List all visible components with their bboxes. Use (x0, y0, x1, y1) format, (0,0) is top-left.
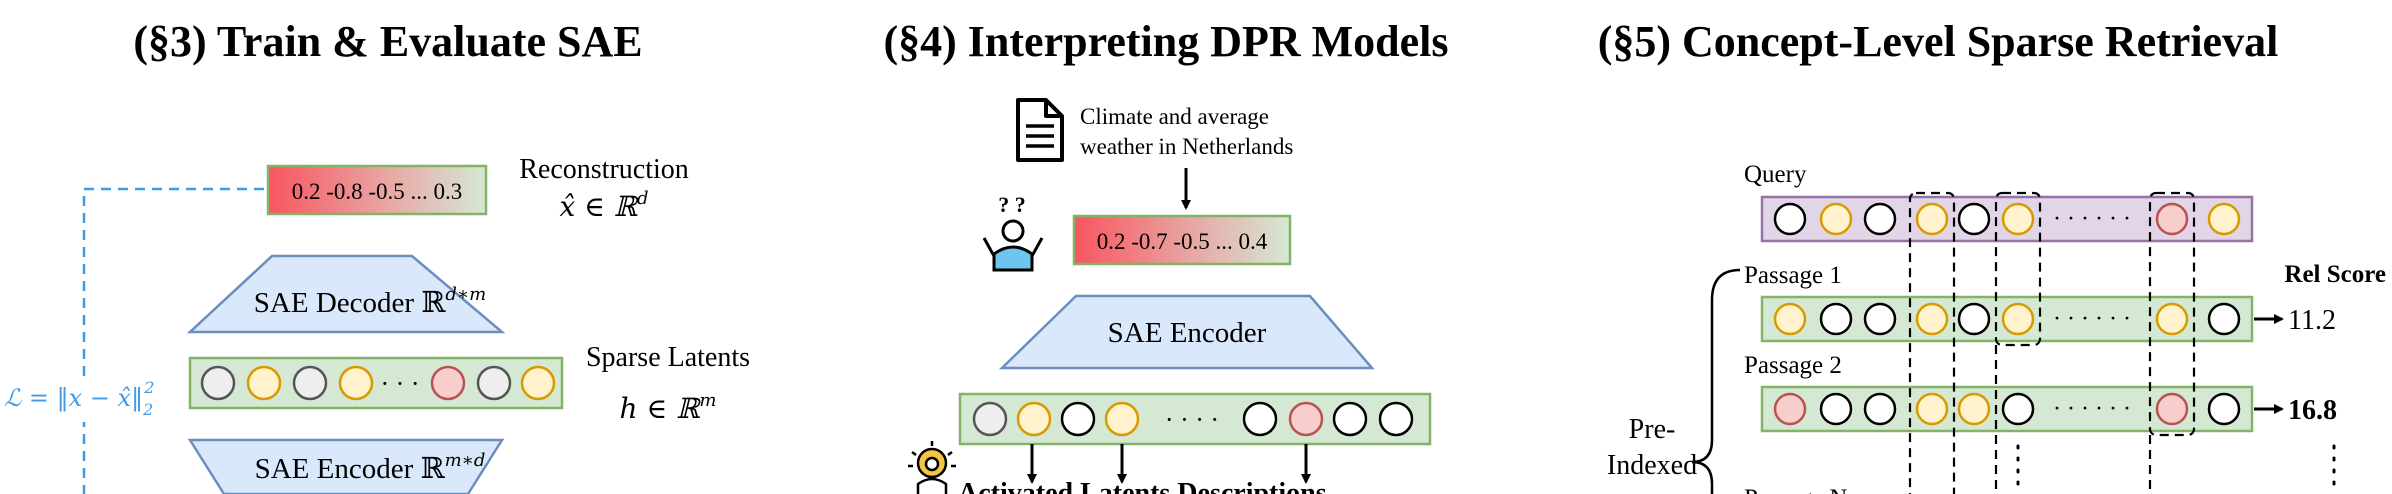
sparse-latents-dots: · · · (381, 369, 420, 398)
sae-encoder-label: SAE Encoder ℝm∗d (255, 450, 486, 485)
concept-column-3 (2148, 191, 2196, 437)
s5-p1-circles-circle-4 (1915, 302, 1949, 336)
concept-column-2 (1994, 191, 2042, 347)
section-4-panel: Climate and average weather in Netherlan… (908, 98, 1432, 494)
s3-circles-circle-7 (520, 365, 556, 401)
sae-decoder-label: SAE Decoder ℝd∗m (254, 284, 486, 319)
reconstruction-vector (266, 164, 488, 216)
concept-column-1 (1908, 191, 1956, 494)
s3-circles-circle-4 (338, 365, 374, 401)
s5-p1-circles-circle-5 (1957, 302, 1991, 336)
pre-indexed-brace (1691, 268, 1741, 494)
passage-1-latent-circles (1773, 302, 2241, 336)
s3-circles-circle-1 (200, 365, 236, 401)
document-icon (1016, 98, 1064, 162)
s4-latent-dots: · · · · (1165, 405, 1219, 434)
s5-p2-circles-circle-5 (1957, 392, 1991, 426)
s5-p1-circles-circle-3 (1863, 302, 1897, 336)
s3-circles-circle-5 (430, 365, 466, 401)
s5-p2-circles-circle-8 (2207, 392, 2241, 426)
sae-encoder-block (187, 438, 505, 494)
s4-circles-circle-1 (972, 401, 1008, 437)
s5-query-circles-circle-5 (1957, 202, 1991, 236)
idea-person-icon (908, 441, 956, 494)
s5-query-circles-circle-4 (1915, 202, 1949, 236)
passage-2-score: 16.8 (2288, 395, 2337, 426)
s4-circles-circle-3 (1060, 401, 1096, 437)
passage-1-score: 11.2 (2288, 305, 2336, 336)
passage-2-latent-circles (1773, 392, 2241, 426)
s3-circles-circle-3 (292, 365, 328, 401)
s5-p2-circles-circle-3 (1863, 392, 1897, 426)
s5-p2-circles-circle-1 (1773, 392, 1807, 426)
s4-circles-circle-6 (1288, 401, 1324, 437)
sparse-latents-label: Sparse Latents (586, 342, 750, 373)
rel-score-header: Rel Score (2284, 261, 2386, 288)
s5-query-circles-circle-1 (1773, 202, 1807, 236)
document-text-line2: weather in Netherlands (1080, 134, 1293, 159)
sae-decoder-block (186, 254, 506, 334)
s5-query-circles-circle-6 (2001, 202, 2035, 236)
passage-2-label: Passage 2 (1744, 352, 1842, 379)
dense-embedding-vector (1072, 214, 1292, 266)
section-5-panel: Query Rel Score · · · · · · Passage 1 · … (1607, 161, 2386, 494)
s5-p1-circles-circle-2 (1819, 302, 1853, 336)
loss-formula: ℒ = ‖x − x̂‖22 (4, 378, 154, 419)
s4-circles-circle-8 (1378, 401, 1414, 437)
s5-p2-circles-circle-4 (1915, 392, 1949, 426)
section-5-title: (§5) Concept-Level Sparse Retrieval (1598, 17, 2279, 66)
passage-2-row-dots: · · · · · · (2053, 396, 2131, 422)
reconstruction-label: Reconstruction (519, 154, 689, 185)
sparse-latent-circles (200, 365, 556, 401)
query-row-dots: · · · · · · (2053, 206, 2131, 232)
s5-p1-circles-circle-1 (1773, 302, 1807, 336)
reconstruction-values: 0.2 -0.8 -0.5 ... 0.3 (292, 179, 463, 204)
s5-query-circles-circle-8 (2207, 202, 2241, 236)
s5-query-circles-circle-2 (1819, 202, 1853, 236)
svg-text:? ?: ? ? (998, 192, 1026, 217)
s5-p2-circles-circle-2 (1819, 392, 1853, 426)
s4-circles-circle-4 (1104, 401, 1140, 437)
passage-n-label: Passage N (1744, 485, 1847, 494)
s5-p2-circles-circle-6 (2001, 392, 2035, 426)
s4-circles-circle-2 (1016, 401, 1052, 437)
dense-embedding-values: 0.2 -0.7 -0.5 ... 0.4 (1097, 229, 1268, 254)
section-4-title: (§4) Interpreting DPR Models (884, 17, 1449, 66)
s3-circles-circle-6 (476, 365, 512, 401)
reconstruction-math: x̂ ∈ ℝd (559, 188, 648, 223)
passage-1-row-dots: · · · · · · (2053, 306, 2131, 332)
s5-p1-circles-circle-6 (2001, 302, 2035, 336)
activated-latents-descriptions: Activated Latents Descriptions (958, 478, 1327, 494)
pre-indexed-label-line1: Pre- (1629, 414, 1676, 445)
s4-sae-encoder-block (998, 294, 1375, 370)
s4-latent-circles (972, 401, 1414, 437)
sparse-latents-math: h ∈ ℝm (620, 390, 717, 425)
s5-p1-circles-circle-8 (2207, 302, 2241, 336)
s4-circles-circle-5 (1242, 401, 1278, 437)
s5-p2-circles-circle-7 (2155, 392, 2189, 426)
s5-query-circles-circle-3 (1863, 202, 1897, 236)
pre-indexed-label-line2: Indexed (1607, 450, 1697, 481)
s4-circles-circle-7 (1332, 401, 1368, 437)
s3-circles-circle-2 (246, 365, 282, 401)
s5-p1-circles-circle-7 (2155, 302, 2189, 336)
thinking-person-icon: ? ? (982, 192, 1044, 272)
document-text-line1: Climate and average (1080, 104, 1269, 129)
s4-sae-encoder-label: SAE Encoder (1108, 317, 1267, 349)
section-3-panel: ℒ = ‖x − x̂‖22 0.2 -0.8 -0.5 ... 0.3 Rec… (4, 154, 750, 494)
query-latent-circles (1773, 202, 2241, 236)
passage-1-label: Passage 1 (1744, 262, 1842, 289)
query-label: Query (1744, 161, 1807, 188)
section-3-title: (§3) Train & Evaluate SAE (133, 17, 642, 66)
s5-query-circles-circle-7 (2155, 202, 2189, 236)
